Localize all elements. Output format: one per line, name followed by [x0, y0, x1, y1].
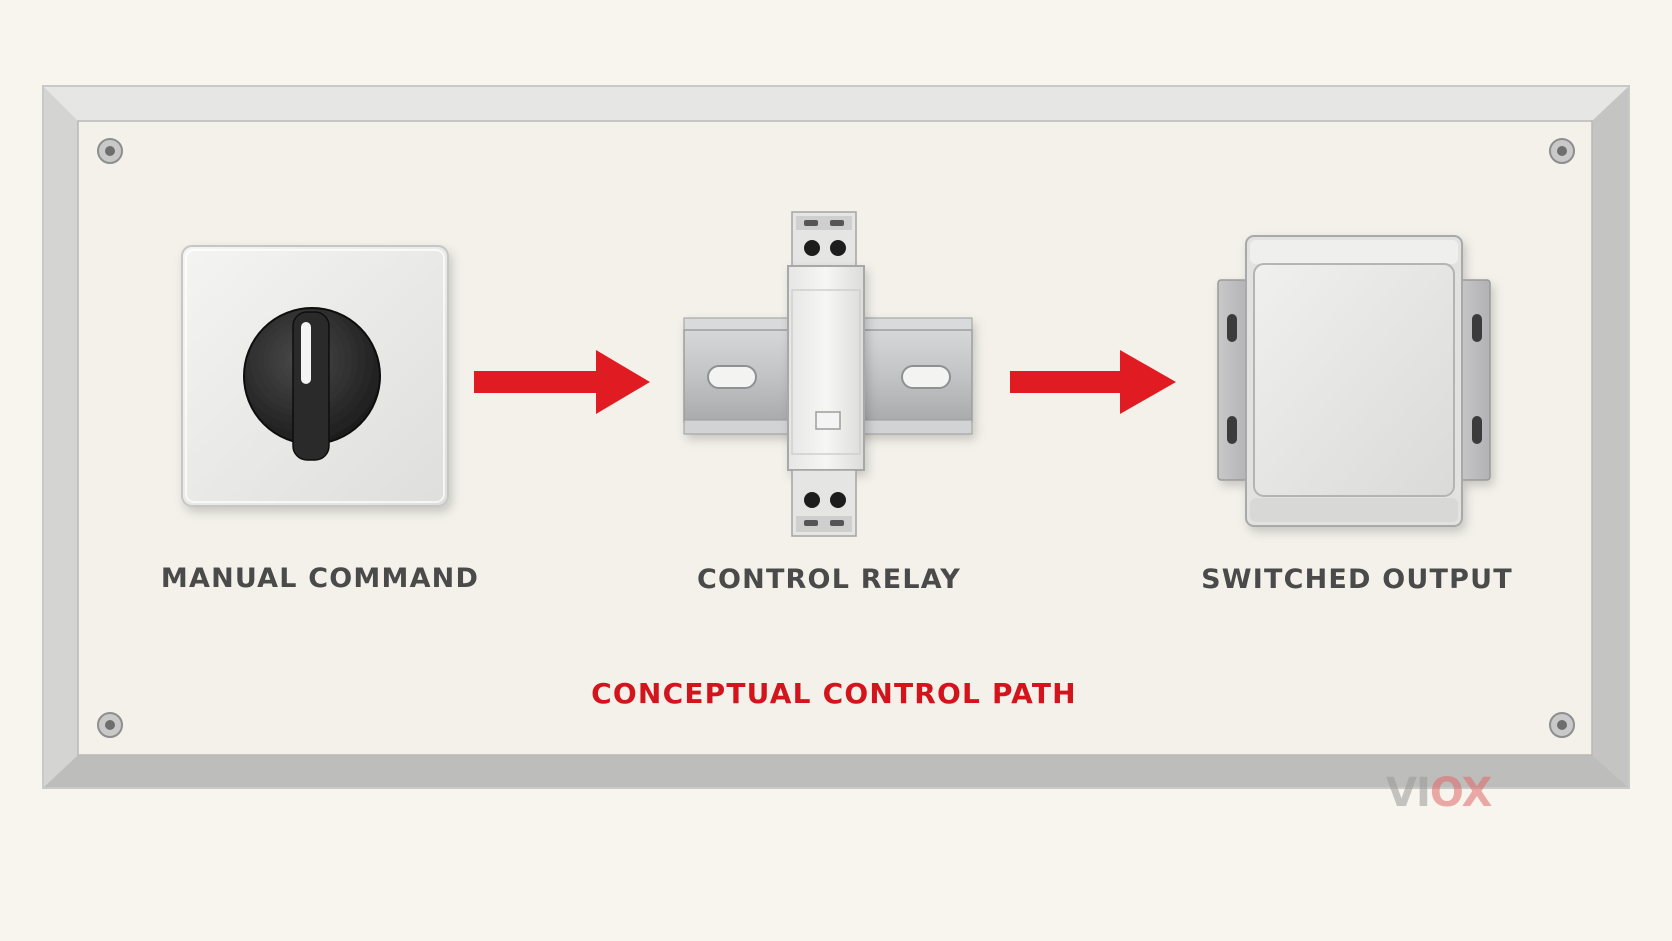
flow-arrow: [1010, 350, 1176, 414]
viox-logo: VIOX: [1386, 770, 1493, 816]
rotary-switch-icon: [181, 245, 449, 507]
switched-output-label: SWITCHED OUTPUT: [1201, 564, 1513, 595]
flow-arrow: [474, 350, 650, 414]
enclosure-icon: [1217, 235, 1491, 527]
relay-icon: [683, 211, 973, 537]
screw-icon: [97, 138, 123, 164]
screw-icon: [1549, 138, 1575, 164]
svg-text:VIOX: VIOX: [1386, 770, 1492, 816]
screw-icon: [97, 712, 123, 738]
screw-icon: [1549, 712, 1575, 738]
manual-command-label: MANUAL COMMAND: [160, 563, 480, 594]
control-path-caption: CONCEPTUAL CONTROL PATH: [591, 677, 1077, 710]
control-relay-label: CONTROL RELAY: [696, 564, 962, 595]
